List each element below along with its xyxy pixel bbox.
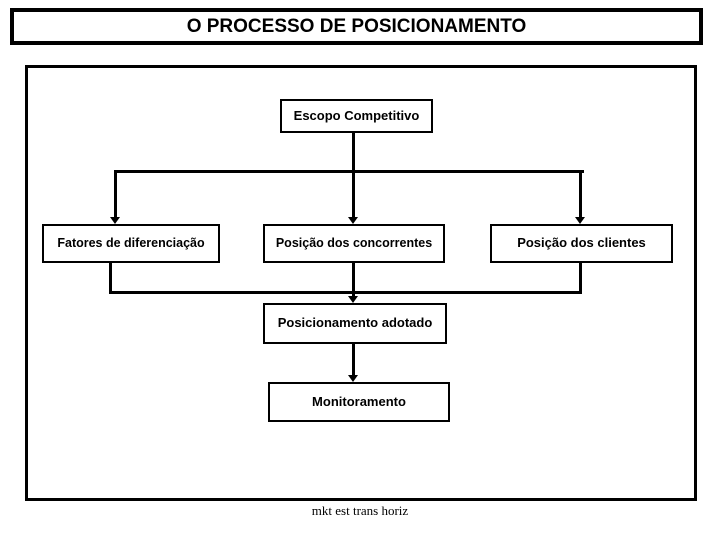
node-fatores-diferenciacao: Fatores de diferenciação <box>42 224 220 263</box>
node-posicionamento-adotado: Posicionamento adotado <box>263 303 447 344</box>
slide-title: O PROCESSO DE POSICIONAMENTO <box>10 8 703 45</box>
node-label: Fatores de diferenciação <box>57 235 205 250</box>
slide-title-text: O PROCESSO DE POSICIONAMENTO <box>186 15 527 37</box>
connector-middle-down <box>352 263 355 296</box>
connector-branch-horizontal <box>114 170 584 173</box>
connector-adotado-monitor <box>352 344 355 375</box>
connector-left-drop <box>114 170 117 217</box>
arrow-down-icon <box>348 217 358 224</box>
connector-escopo-down <box>352 133 355 218</box>
node-label: Monitoramento <box>312 393 406 409</box>
node-label: Posicionamento adotado <box>277 315 433 331</box>
node-label: Escopo Competitivo <box>293 107 420 123</box>
node-posicao-concorrentes: Posição dos concorrentes <box>263 224 445 263</box>
node-posicao-clientes: Posição dos clientes <box>490 224 673 263</box>
diagram-frame <box>25 65 697 501</box>
connector-right-converge <box>579 263 582 294</box>
node-label: Posição dos concorrentes <box>275 235 433 250</box>
footer-note: mkt est trans horiz <box>311 503 409 518</box>
arrow-down-icon <box>348 375 358 382</box>
connector-converge-horizontal <box>109 291 582 294</box>
arrow-down-icon <box>110 217 120 224</box>
node-escopo-competitivo: Escopo Competitivo <box>280 99 433 133</box>
arrow-down-icon <box>348 296 358 303</box>
node-monitoramento: Monitoramento <box>268 382 450 422</box>
connector-left-converge <box>109 263 112 294</box>
arrow-down-icon <box>575 217 585 224</box>
connector-right-drop <box>579 170 582 217</box>
node-label: Posição dos clientes <box>517 235 646 251</box>
